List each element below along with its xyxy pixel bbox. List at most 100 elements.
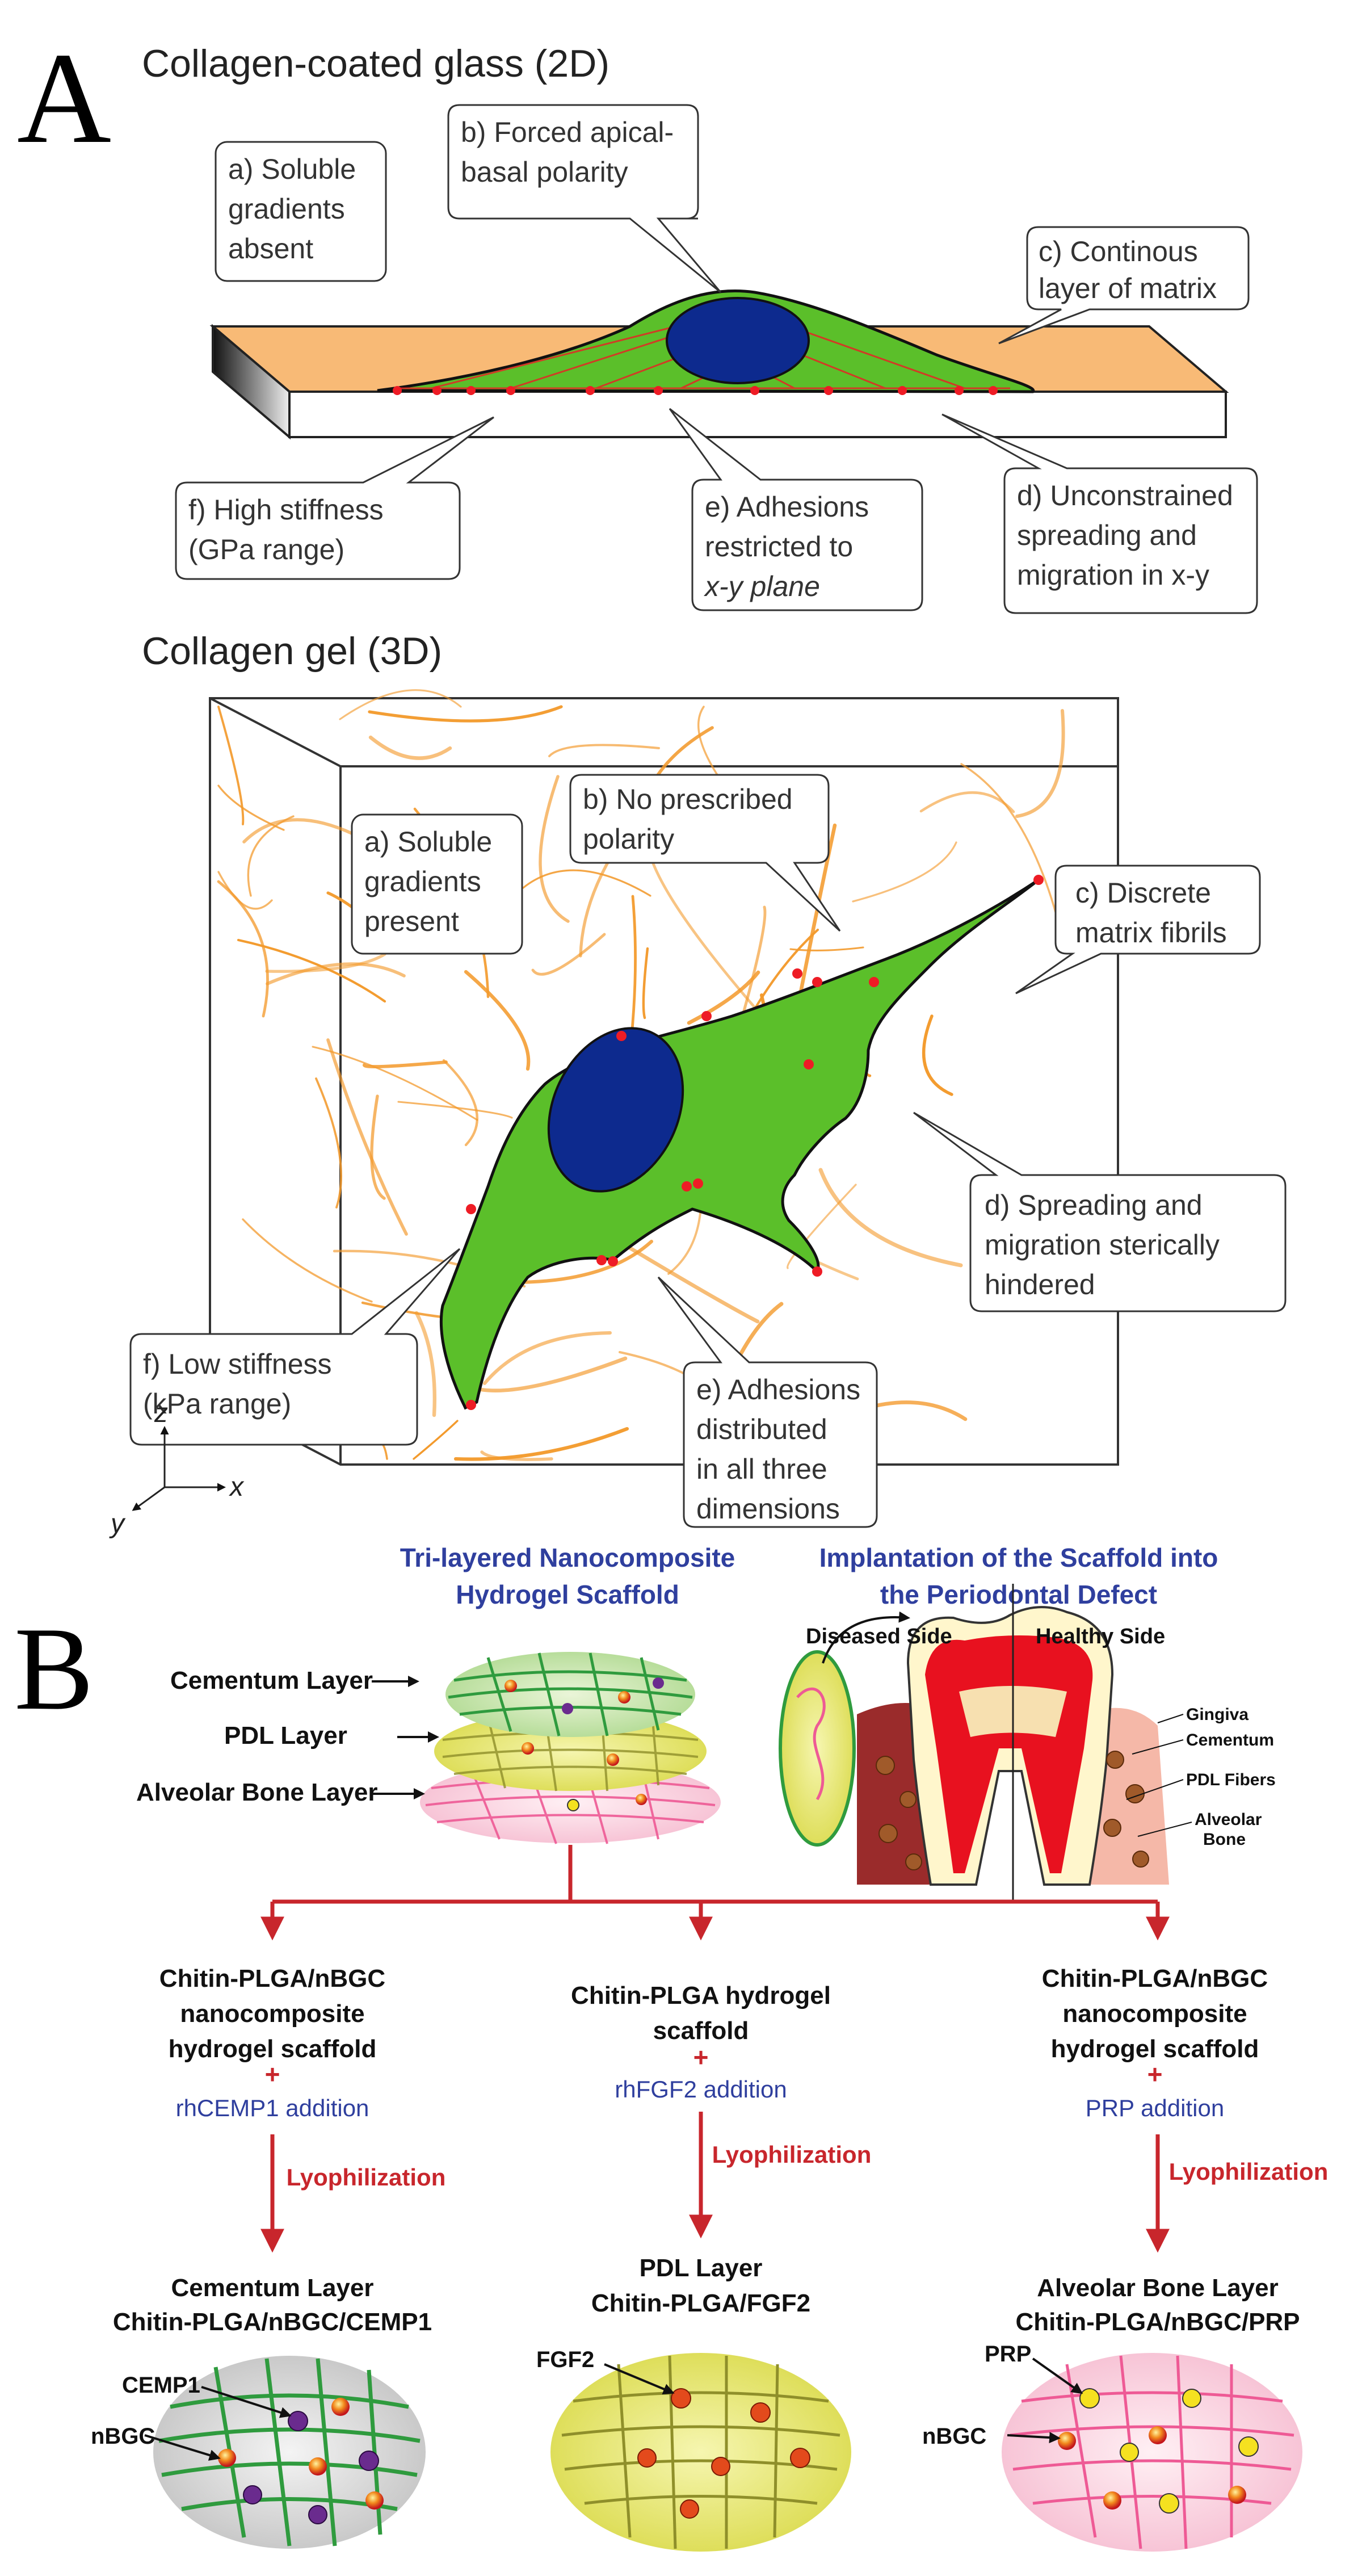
collagen-fibril	[1015, 709, 1065, 818]
result-disc-cementum	[153, 2356, 426, 2549]
collagen-fibril	[413, 1420, 459, 1460]
tooth-label-cementum: Cementum	[1186, 1731, 1274, 1750]
collagen-fibril	[217, 784, 285, 831]
collagen-fibril	[363, 1060, 448, 1068]
bottom-title: Collagen gel (3D)	[142, 630, 442, 673]
svg-text:Lyophilization: Lyophilization	[287, 2164, 446, 2191]
svg-text:+: +	[265, 2059, 280, 2089]
collagen-fibril	[247, 815, 295, 897]
collagen-fibril	[442, 1059, 478, 1147]
collagen-fibril	[315, 1077, 342, 1209]
collagen-fibril	[464, 970, 531, 1071]
svg-text:f) High stiffness(GPa range): f) High stiffness(GPa range)	[188, 494, 384, 565]
marker-nbgc-3: nBGC	[922, 2424, 986, 2449]
marker-fgf2: FGF2	[536, 2347, 594, 2372]
diseased-side-label: Diseased Side	[806, 1625, 952, 1648]
svg-text:+: +	[693, 2042, 709, 2072]
collagen-fibril	[237, 938, 386, 1003]
layer-label-bone: Alveolar Bone Layer	[136, 1778, 378, 1806]
collagen-fibril	[650, 859, 757, 1010]
collagen-fibril	[642, 947, 649, 1020]
collagen-fibril	[480, 1450, 553, 1461]
callout-3d-f: f) Low stiffness(kPa range)	[129, 1248, 461, 1446]
callout-2d-f: f) High stiffness(GPa range)	[175, 416, 494, 580]
tooth-diagram	[779, 1584, 1169, 1902]
tri-layer-scaffold	[420, 1652, 721, 1844]
collagen-fibril	[326, 1038, 408, 1236]
collagen-fibril	[217, 880, 269, 1018]
healthy-side-label: Healthy Side	[1036, 1625, 1165, 1648]
collagen-fibril	[539, 775, 570, 923]
marker-prp: PRP	[985, 2342, 1031, 2367]
collagen-fibril	[548, 744, 660, 757]
panel-b-letter: B	[14, 1603, 94, 1735]
collagen-fibril	[818, 1168, 963, 1268]
collagen-fibril	[217, 706, 245, 825]
collagen-fibril	[414, 1311, 437, 1417]
branch-arrows	[260, 1845, 1170, 1941]
result-disc-pdl	[550, 2353, 851, 2552]
svg-text:PRP addition: PRP addition	[1086, 2095, 1224, 2121]
collagen-fibril	[687, 970, 760, 1025]
collagen-fibril	[919, 791, 1015, 813]
nucleus-3d	[547, 1027, 684, 1193]
svg-text:+: +	[1147, 2059, 1163, 2089]
axis-z: z	[154, 1398, 168, 1428]
collagen-fibril	[922, 1014, 953, 1096]
collagen-fibril	[960, 763, 1063, 937]
axis-y: y	[109, 1509, 126, 1539]
collagen-fibril	[852, 841, 957, 903]
collagen-fibril	[483, 1331, 612, 1385]
gel-cell	[439, 875, 1044, 1410]
collagen-fibril	[368, 735, 452, 760]
callout-2d-b: b) Forced apical-basal polarity	[447, 104, 722, 293]
pdl-layer-disc	[434, 1711, 707, 1791]
collagen-fibril	[471, 1356, 628, 1392]
collagen-fibril	[789, 946, 864, 951]
tooth-label-gingiva: Gingiva	[1186, 1705, 1248, 1724]
tooth-label-alveolar: Alveolar	[1195, 1810, 1262, 1829]
collagen-fibril	[741, 905, 767, 1017]
tooth-label-pdl-fibers: PDL Fibers	[1186, 1771, 1276, 1789]
axes-indicator	[132, 1426, 226, 1511]
result-disc-bone	[1002, 2353, 1302, 2552]
collagen-fibril	[242, 1218, 373, 1303]
flat-cell	[377, 290, 1035, 395]
svg-text:rhCEMP1 addition: rhCEMP1 addition	[176, 2095, 369, 2121]
nucleus-2d	[666, 297, 810, 384]
tooth-label-bone: Bone	[1203, 1830, 1246, 1849]
collagen-fibril	[242, 818, 355, 844]
layer-label-cementum: Cementum Layer	[170, 1667, 373, 1694]
collagen-fibril	[599, 1228, 760, 1324]
collagen-fibril	[368, 705, 563, 723]
collagen-fibril	[522, 869, 651, 897]
